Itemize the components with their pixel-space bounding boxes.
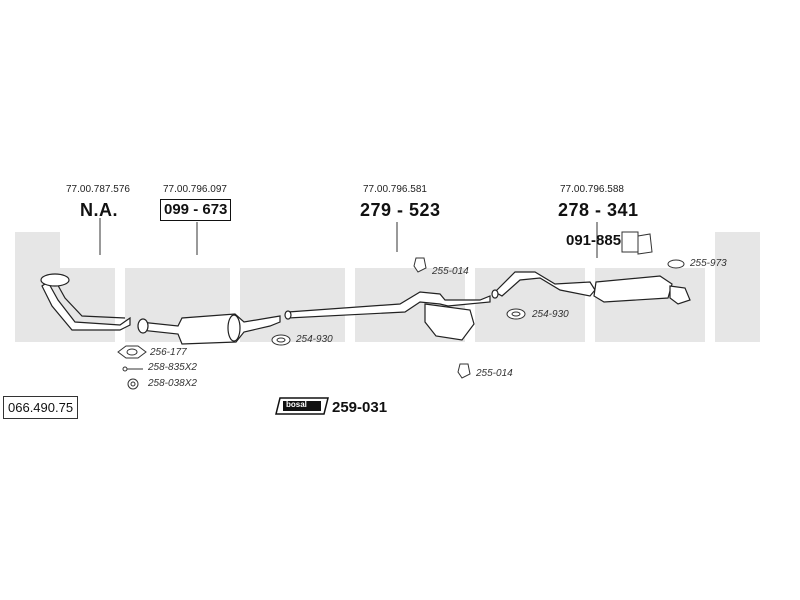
oe-number-2: 77.00.796.097 xyxy=(163,184,227,195)
part-label-4[interactable]: 278 - 341 xyxy=(558,200,639,220)
part-label-1: N.A. xyxy=(80,200,118,220)
kit-badge-text: bosal xyxy=(286,400,307,409)
hardware-icons xyxy=(117,231,685,390)
front-pipe xyxy=(40,273,131,331)
hardware-label: 255-014 xyxy=(476,368,513,379)
intermediate-pipe xyxy=(284,291,491,341)
oe-number-4: 77.00.796.588 xyxy=(560,184,624,195)
hardware-label: 258-835X2 xyxy=(148,362,197,373)
rear-silencer xyxy=(491,271,691,305)
kit-label[interactable]: 259-031 xyxy=(332,399,388,416)
part-label-3[interactable]: 279 - 523 xyxy=(360,200,441,220)
hardware-label: 255-014 xyxy=(432,266,469,277)
mount-part-label[interactable]: 091-885 xyxy=(566,232,622,249)
oe-number-1: 77.00.787.576 xyxy=(66,184,130,195)
leader-lines xyxy=(99,218,598,258)
part-label-2[interactable]: 099 - 673 xyxy=(160,199,232,221)
catalytic-converter xyxy=(137,313,281,345)
kit-badge xyxy=(275,397,329,415)
hardware-label: 254-930 xyxy=(296,334,333,345)
hardware-label: 256-177 xyxy=(150,347,187,358)
reference-number: 066.490.75 xyxy=(3,396,79,419)
hardware-label: 255-973 xyxy=(690,258,727,269)
hardware-label: 254-930 xyxy=(532,309,569,320)
oe-number-3: 77.00.796.581 xyxy=(363,184,427,195)
hardware-label: 258-038X2 xyxy=(148,378,197,389)
